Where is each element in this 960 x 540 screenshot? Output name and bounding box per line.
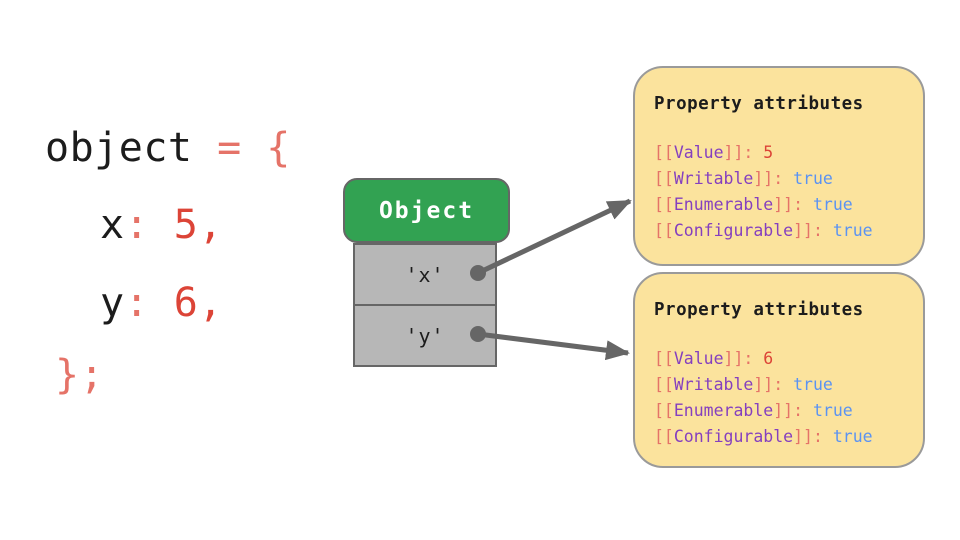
code-line-x: x: 5, [100, 202, 223, 248]
property-attributes-box-y: Property attributes [[Value]]: 6 [[Writab… [633, 272, 925, 468]
property-attributes-lines: [[Value]]: 5 [[Writable]]: true [[Enumerab… [654, 140, 907, 244]
attribute-line: [[Enumerable]]: true [654, 195, 853, 214]
object-header-box: Object [343, 178, 510, 243]
property-row-y: 'y' [355, 306, 495, 365]
attribute-line: [[Enumerable]]: true [654, 401, 853, 420]
object-property-table: 'x' 'y' [353, 243, 497, 367]
property-row-x-label: 'x' [405, 262, 445, 287]
property-attributes-title: Property attributes [654, 300, 864, 320]
attribute-line: [[Value]]: 5 [654, 143, 774, 162]
code-line-object: object = { [45, 125, 291, 171]
property-attributes-lines: [[Value]]: 6 [[Writable]]: true [[Enumerab… [654, 346, 907, 450]
code-line-y: y: 6, [100, 280, 223, 326]
attribute-line: [[Value]]: 6 [654, 349, 774, 368]
object-title: Object [378, 197, 475, 224]
property-row-x: 'x' [355, 245, 495, 306]
attribute-line: [[Configurable]]: true [654, 221, 873, 240]
property-row-y-label: 'y' [405, 323, 445, 348]
attribute-line: [[Configurable]]: true [654, 427, 873, 446]
property-attributes-title: Property attributes [654, 94, 864, 114]
attribute-line: [[Writable]]: true [654, 375, 833, 394]
attribute-line: [[Writable]]: true [654, 169, 833, 188]
code-line-close: }; [55, 352, 105, 398]
property-attributes-box-x: Property attributes [[Value]]: 5 [[Writab… [633, 66, 925, 266]
